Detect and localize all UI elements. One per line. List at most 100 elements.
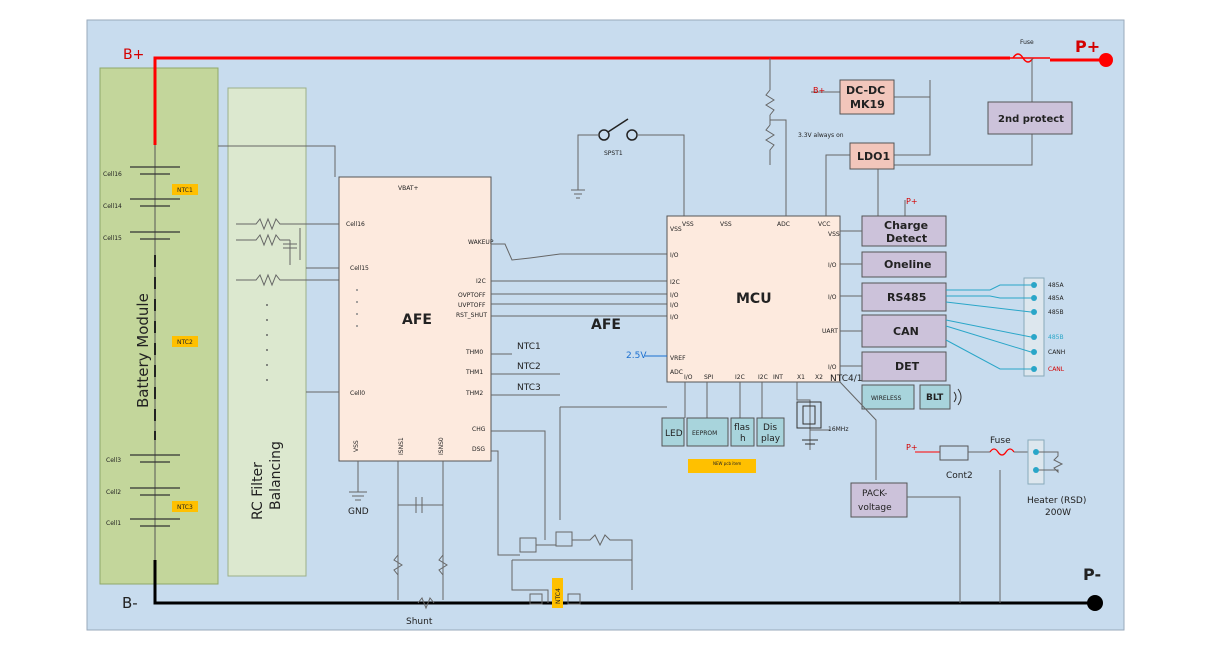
heater-label-2: 200W bbox=[1045, 508, 1071, 518]
mcu-pin: ADC bbox=[670, 369, 683, 376]
mcu-pin: I2C bbox=[670, 279, 680, 286]
eeprom-label: EEPROM bbox=[692, 430, 717, 437]
mcu-pin: I/O bbox=[670, 292, 679, 299]
peripheral-blocks: LED EEPROM flas h Dis play NEW pcb item bbox=[661, 417, 785, 473]
afe-pin: RST_SHUT bbox=[456, 312, 487, 319]
mcu-pin: SPI bbox=[704, 374, 713, 381]
mcu-pin: INT bbox=[773, 374, 783, 381]
can-block: CAN bbox=[861, 314, 947, 348]
battery-module: Cell16 Cell14 Cell15 Cell3 Cell2 Cell1 N… bbox=[99, 67, 219, 585]
dcdc-input: B+ bbox=[813, 86, 825, 95]
afe-pin: DSG bbox=[472, 446, 485, 453]
mcu-pin: I/O bbox=[670, 252, 679, 259]
badge-line: NEW pcb item bbox=[713, 461, 741, 466]
mcu-pin: X2 bbox=[815, 374, 823, 381]
ntc4-label: NTC4/1 bbox=[830, 374, 862, 384]
ntc-badge: NTC2 bbox=[177, 339, 193, 346]
cell-label: Cell1 bbox=[106, 520, 121, 527]
ldo-block: LDO1 3.3V always on bbox=[798, 132, 895, 170]
second-protect-block: 2nd protect bbox=[987, 101, 1073, 135]
top-wiring bbox=[765, 58, 1033, 216]
connector-pin: 485A bbox=[1048, 295, 1064, 302]
det-block: DET bbox=[861, 351, 947, 382]
ntc-line-label: NTC1 bbox=[517, 342, 541, 352]
afe-pin: THM0 bbox=[465, 349, 483, 356]
afe-pin: CHG bbox=[472, 426, 486, 433]
mcu-pin: VSS bbox=[670, 226, 682, 233]
connector-pin: 485B bbox=[1048, 309, 1064, 316]
heater-section: P+ Fuse Cont2 Heater (RSD) 200W bbox=[906, 436, 1086, 603]
cell-label: Cell16 bbox=[103, 171, 122, 178]
ntc-line-label: NTC3 bbox=[517, 383, 541, 393]
p-plus-label: P+ bbox=[1075, 37, 1100, 56]
mcu-pin: I/O bbox=[828, 364, 837, 371]
fuse-label: Fuse bbox=[1020, 39, 1034, 46]
charge-detect-line2: Detect bbox=[886, 232, 927, 245]
charge-detect-input: P+ bbox=[906, 197, 918, 206]
pack-voltage-block: PACK- voltage bbox=[850, 482, 961, 603]
protect-label: 2nd protect bbox=[998, 114, 1064, 125]
led-label: LED bbox=[665, 429, 683, 439]
antenna-icon bbox=[953, 388, 962, 406]
mcu-pin: VSS bbox=[720, 221, 732, 228]
charge-detect-line1: Charge bbox=[884, 219, 928, 232]
ldo-note: 3.3V always on bbox=[798, 132, 844, 139]
connector-pin: CANH bbox=[1048, 349, 1065, 356]
mosfet-ntc-badge bbox=[552, 578, 563, 608]
cell-label: Cell3 bbox=[106, 457, 121, 464]
mosfet-badge-text: NTC4 bbox=[555, 588, 562, 604]
rc-filter-block: RC Filter Balancing bbox=[227, 87, 340, 577]
connector-pin: 485A bbox=[1048, 282, 1064, 289]
ntc-badge: NTC3 bbox=[177, 504, 193, 511]
afe-pin: VBAT+ bbox=[398, 185, 419, 192]
blt-label: BLT bbox=[926, 393, 944, 403]
mcu-pin: X1 bbox=[797, 374, 805, 381]
mcu-pin: VCC bbox=[818, 221, 830, 228]
dcdc-line2: MK19 bbox=[850, 98, 885, 111]
ntc-line-label: NTC2 bbox=[517, 362, 541, 372]
afe-pin: I2C bbox=[476, 278, 486, 285]
afe-pin: VSS bbox=[353, 440, 360, 452]
comm-connector: 485A 485A 485B 485B CANH CANL bbox=[945, 277, 1065, 377]
display-label-2: play bbox=[761, 434, 781, 444]
mcu-right-wiring bbox=[840, 230, 862, 367]
afe-pin: THM2 bbox=[465, 390, 483, 397]
gnd-label: GND bbox=[348, 507, 369, 517]
pack-voltage-line1: PACK- bbox=[862, 489, 887, 499]
mcu-pin: I/O bbox=[670, 314, 679, 321]
b-minus-rail: B- P- Shunt bbox=[122, 560, 1103, 627]
b-plus-label: B+ bbox=[123, 47, 144, 63]
b-plus-rail: B+ P+ Fuse bbox=[123, 37, 1113, 145]
afe-wiring bbox=[218, 145, 667, 610]
afe-pin: ISNS1 bbox=[398, 437, 405, 455]
mcu-pin: I/O bbox=[828, 294, 837, 301]
spst-switch bbox=[571, 118, 685, 216]
rc-filter-label: RC Filter bbox=[250, 462, 266, 520]
mcu-pin: VSS bbox=[682, 221, 694, 228]
can-label: CAN bbox=[893, 325, 919, 338]
afe-pin: Cell0 bbox=[350, 390, 365, 397]
wireless-label: WIRELESS bbox=[871, 395, 902, 402]
mcu-pin: I/O bbox=[670, 302, 679, 309]
vref-label: 2.5V bbox=[626, 351, 647, 361]
rs485-label: RS485 bbox=[887, 291, 926, 304]
oneline-block: Oneline bbox=[861, 251, 947, 278]
heater-input: P+ bbox=[906, 443, 918, 452]
connector-pin: CANL bbox=[1048, 366, 1065, 373]
display-label-1: Dis bbox=[763, 423, 777, 433]
afe-pin: ISNS0 bbox=[438, 437, 445, 455]
charge-detect-block: Charge Detect P+ bbox=[861, 197, 947, 247]
mcu-pin: VSS bbox=[828, 231, 840, 238]
mcu-pin: I2C bbox=[735, 374, 745, 381]
mcu-pin: ADC bbox=[777, 221, 790, 228]
afe-pin: WAKEUP bbox=[468, 239, 494, 246]
rs485-block: RS485 bbox=[861, 282, 947, 312]
ldo-label: LDO1 bbox=[857, 150, 890, 163]
connector-pin: 485B bbox=[1048, 334, 1064, 341]
pack-voltage-line2: voltage bbox=[858, 503, 892, 513]
cell-label: Cell14 bbox=[103, 203, 122, 210]
cell-label: Cell2 bbox=[106, 489, 121, 496]
crystal bbox=[796, 401, 822, 445]
det-label: DET bbox=[895, 360, 920, 373]
